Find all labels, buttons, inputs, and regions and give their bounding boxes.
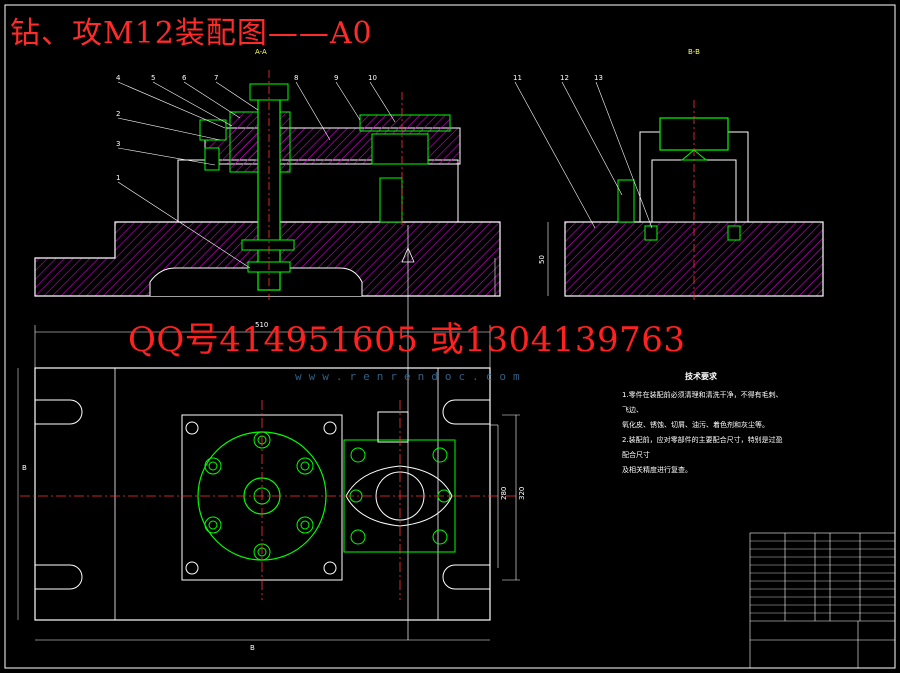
dim-height-b: 320 xyxy=(518,487,526,500)
part-number-labels: 4 5 6 7 8 9 10 11 12 13 2 3 1 xyxy=(116,74,603,182)
part-number-label: 4 xyxy=(116,74,121,82)
front-section-view xyxy=(34,70,501,640)
tech-line: 及相关精度进行复查。 xyxy=(622,466,692,474)
part-number-label: 9 xyxy=(334,74,338,82)
part-number-label: 3 xyxy=(116,140,120,148)
contact-watermark: QQ号414951605 或1304139763 xyxy=(128,320,686,360)
dim-base-height: 50 xyxy=(538,255,546,264)
part-number-label: 2 xyxy=(116,110,120,118)
tech-requirements-title: 技术要求 xyxy=(685,372,717,381)
part-number-label: 12 xyxy=(560,74,569,82)
drawing-title: 钻、攻M12装配图——A0 xyxy=(10,16,373,51)
drawing-frame xyxy=(4,4,896,669)
tech-requirements-text: 1.零件在装配前必须清理和清洗干净，不得有毛刺、飞边、 氧化皮、锈蚀、切屑、油污… xyxy=(622,388,787,478)
section-label-b: B-B xyxy=(688,48,700,56)
dim-bottom-mark: B xyxy=(250,644,255,652)
section-label-a: A-A xyxy=(255,48,267,56)
dim-left-mark: B xyxy=(22,464,27,472)
dim-width-top: 510 xyxy=(255,321,268,329)
tech-line: 氧化皮、锈蚀、切屑、油污、着色剂和灰尘等。 xyxy=(622,421,769,429)
tech-line: 1.零件在装配前必须清理和清洗干净，不得有毛刺、飞边、 xyxy=(622,391,783,414)
tech-line: 2.装配前，应对零部件的主要配合尺寸，特别是过盈配合尺寸 xyxy=(622,436,783,459)
part-number-label: 10 xyxy=(368,74,377,82)
part-number-label: 8 xyxy=(294,74,298,82)
side-section-view xyxy=(514,81,824,300)
part-number-label: 6 xyxy=(182,74,187,82)
site-watermark: www.renrendoc.com xyxy=(295,370,527,383)
dim-height-a: 280 xyxy=(500,487,508,500)
part-number-label: 7 xyxy=(214,74,218,82)
title-block-rows xyxy=(750,540,895,614)
part-number-label: 13 xyxy=(594,74,603,82)
part-number-label: 1 xyxy=(116,174,120,182)
part-number-label: 5 xyxy=(151,74,155,82)
top-view xyxy=(17,325,520,641)
title-block xyxy=(749,532,896,669)
part-number-label: 11 xyxy=(513,74,522,82)
